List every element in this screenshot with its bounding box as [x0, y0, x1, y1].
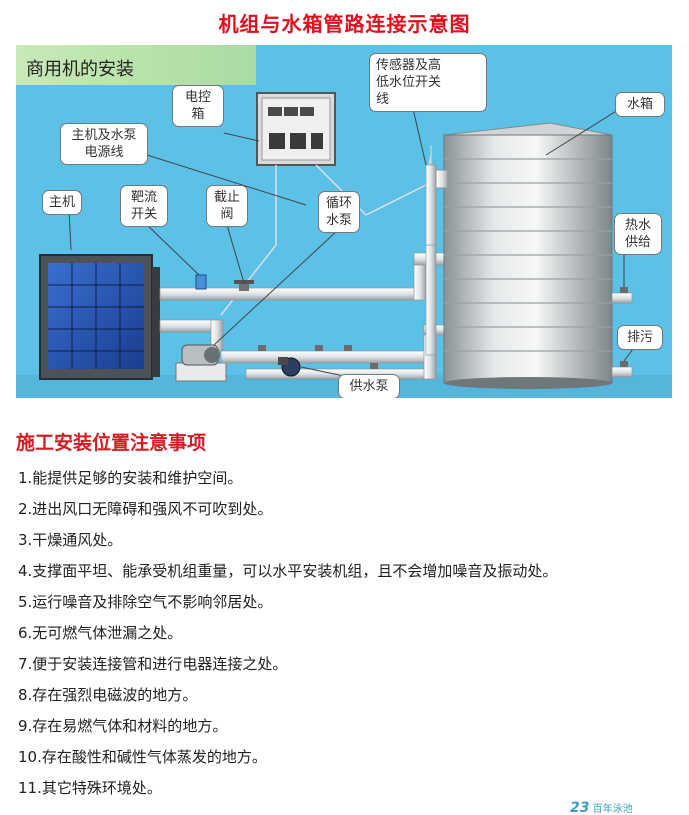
page-title: 机组与水箱管路连接示意图 — [218, 12, 471, 36]
diagram-illustration — [16, 92, 672, 398]
logo-text: 百年泳池 — [592, 804, 633, 815]
list-item: 8.存在强烈电磁波的地方。 — [18, 686, 198, 704]
label-circulation-pump: 循环 水泵 — [318, 191, 360, 233]
label-water-tank: 水箱 — [615, 92, 665, 117]
list-item: 9.存在易燃气体和材料的地方。 — [18, 717, 228, 735]
list-item: 1.能提供足够的安装和维护空间。 — [18, 469, 243, 487]
list-item: 5.运行噪音及排除空气不影响邻居处。 — [18, 593, 273, 611]
label-power-line: 主机及水泵 电源线 — [60, 123, 148, 165]
list-item: 3.干燥通风处。 — [18, 531, 123, 549]
circulation-pump-icon — [175, 344, 227, 382]
label-main-unit: 主机 — [42, 190, 82, 215]
list-item: 10.存在酸性和碱性气体蒸发的地方。 — [18, 748, 267, 766]
label-supply-pump: 供水泵 — [338, 374, 400, 398]
list-item: 4.支撑面平坦、能承受机组重量，可以水平安装机组，且不会增加噪音及振动处。 — [18, 562, 558, 580]
list-item: 11.其它特殊环境处。 — [18, 779, 162, 797]
list-item: 6.无可燃气体泄漏之处。 — [18, 624, 183, 642]
brand-logo: 23 百年泳池 — [570, 800, 633, 815]
water-tank-icon — [435, 122, 613, 389]
label-hot-water-supply: 热水 供给 — [614, 213, 662, 255]
label-stop-valve: 截止 阀 — [206, 185, 248, 227]
list-item: 7.便于安装连接管和进行电器连接之处。 — [18, 655, 288, 673]
target-switch-icon — [195, 274, 207, 290]
list-item: 2.进出风口无障碍和强风不可吹到处。 — [18, 500, 273, 518]
notes-list: 1.能提供足够的安装和维护空间。 2.进出风口无障碍和强风不可吹到处。 3.干燥… — [18, 468, 557, 809]
label-drain: 排污 — [617, 325, 663, 350]
label-sensor: 传感器及高 低水位开关 线 — [369, 53, 487, 112]
installation-diagram: 商用机的安装 电控 箱 传感器及高 低水位开关 线 水箱 主机及水泵 电源线 主… — [16, 45, 672, 398]
notes-heading: 施工安装位置注意事项 — [16, 432, 207, 454]
label-control-box: 电控 箱 — [172, 85, 224, 127]
logo-mark: 23 — [570, 800, 590, 815]
supply-pump-icon — [278, 357, 301, 377]
label-target-switch: 靶流 开关 — [120, 185, 168, 227]
main-unit-icon — [39, 254, 160, 380]
diagram-header: 商用机的安装 — [16, 45, 256, 85]
control-box-icon — [256, 92, 336, 166]
